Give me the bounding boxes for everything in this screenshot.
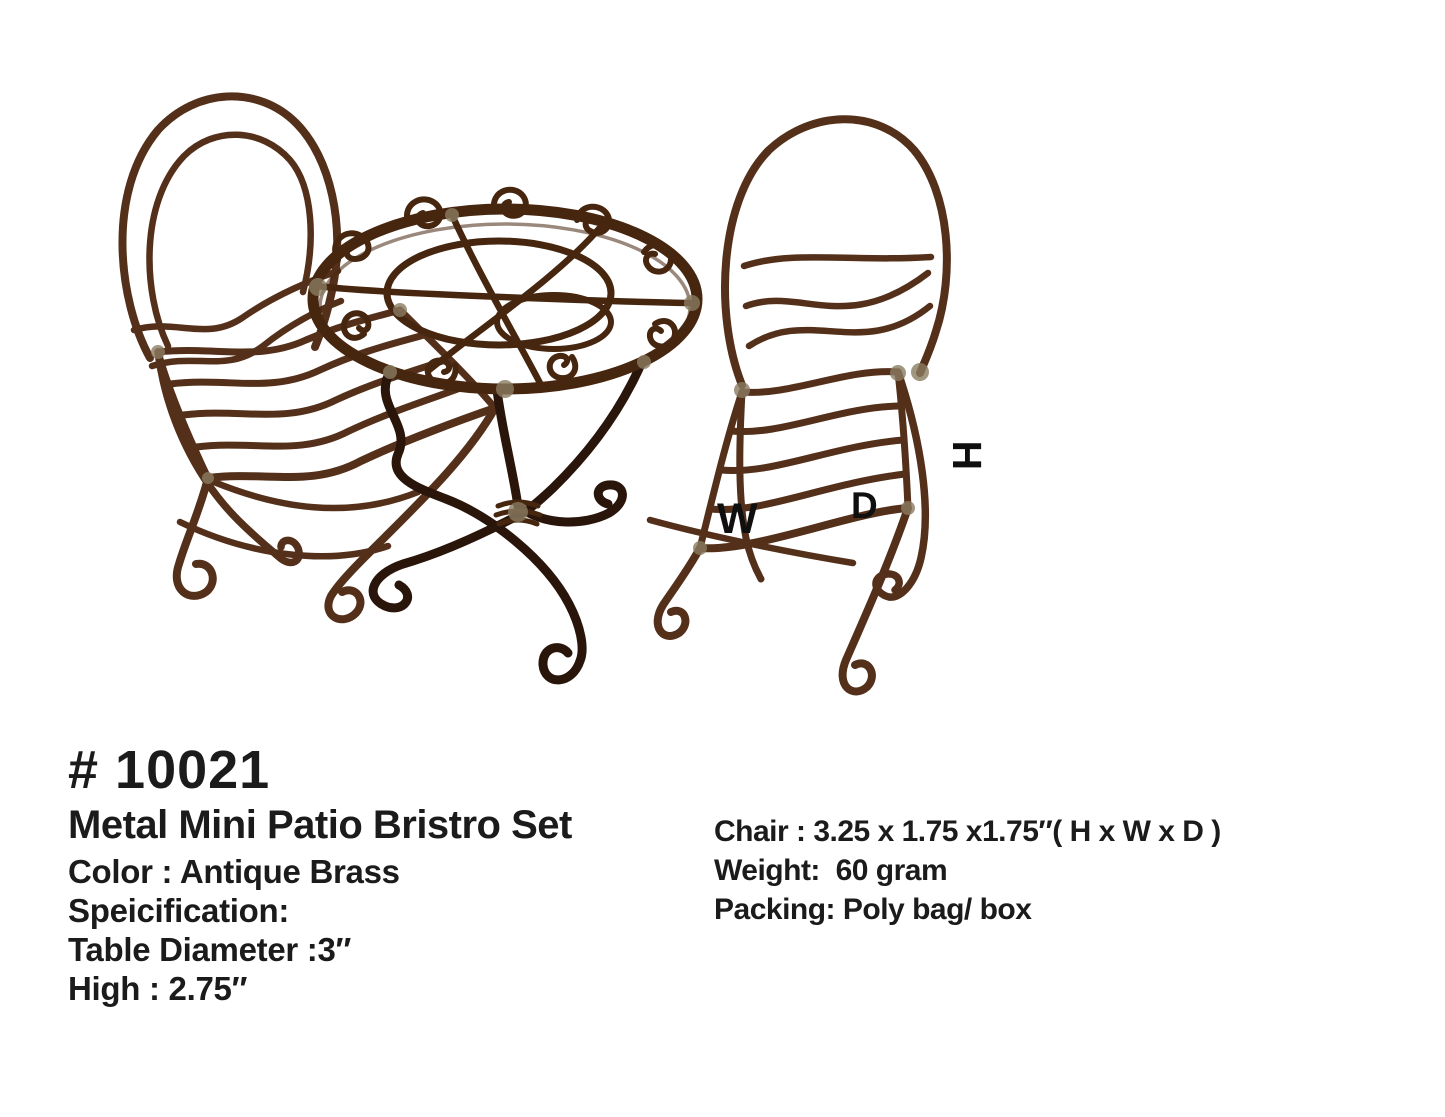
- left-chair: [118, 92, 499, 624]
- left-spec-list: Color : Antique Brass Speicification: Ta…: [68, 852, 400, 1008]
- width-dimension-label: W: [717, 495, 758, 543]
- product-title: Metal Mini Patio Bristro Set: [68, 803, 572, 847]
- table-spokes: [313, 211, 696, 387]
- spec-weight: Weight: 60 gram: [714, 854, 948, 887]
- left-chair-seat: [154, 306, 499, 482]
- right-spec-list: Chair : 3.25 x 1.75 x1.75″( H x W x D ) …: [714, 812, 1221, 929]
- left-chair-back-wire: [130, 267, 342, 334]
- left-chair-back-inner-loop: [146, 131, 314, 350]
- table-scrollwork: [332, 186, 678, 387]
- spec-color: Color : Antique Brass: [68, 853, 400, 890]
- item-number: # 10021: [68, 740, 271, 800]
- height-dimension-label: H: [944, 440, 991, 471]
- wire-joints: [151, 208, 929, 555]
- table-legs: [368, 357, 647, 685]
- right-chair-back-wire: [740, 253, 935, 270]
- right-chair-back-wire: [742, 269, 932, 310]
- depth-dimension-label: D: [851, 485, 878, 526]
- right-chair: [646, 115, 951, 696]
- bistro-table: [307, 186, 703, 685]
- right-chair-back-loop: [721, 115, 951, 389]
- spec-table-diameter: Table Diameter :3″: [68, 931, 352, 968]
- left-chair-legs: [154, 348, 499, 624]
- spec-height: High : 2.75″: [68, 970, 248, 1007]
- product-photo: [118, 92, 951, 696]
- spec-packing: Packing: Poly bag/ box: [714, 893, 1032, 926]
- spec-chair-dimensions: Chair : 3.25 x 1.75 x1.75″( H x W x D ): [714, 815, 1221, 848]
- right-chair-back-wire: [745, 302, 934, 350]
- right-chair-legs: [646, 368, 930, 696]
- spec-specification-heading: Speicification:: [68, 892, 290, 929]
- table-offset-ring: [494, 292, 614, 352]
